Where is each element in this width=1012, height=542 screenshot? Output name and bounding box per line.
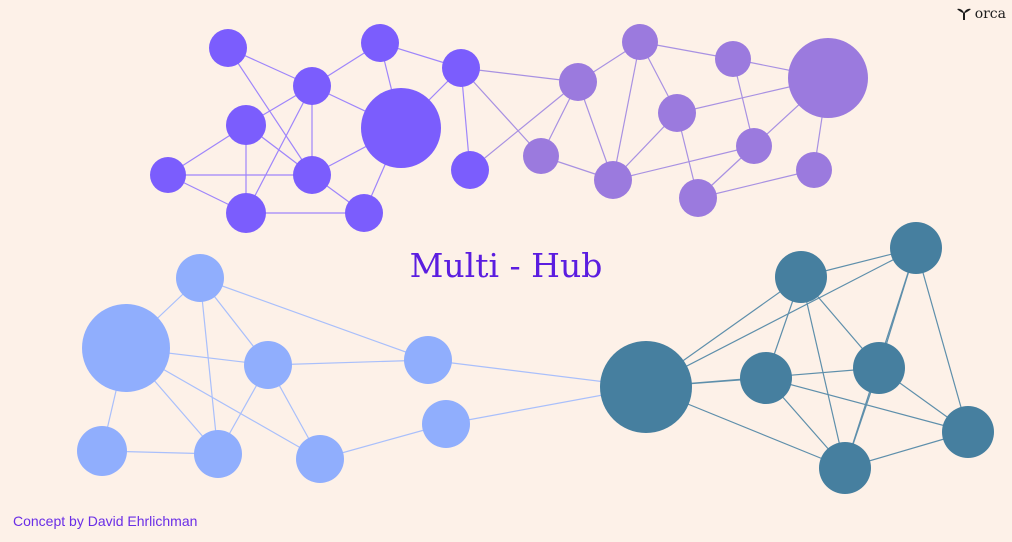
node-violet-v2 (361, 24, 399, 62)
node-teal-t4 (740, 352, 792, 404)
node-lightblue-b5 (422, 400, 470, 448)
node-purple-p5 (658, 94, 696, 132)
node-violet-v10 (345, 194, 383, 232)
node-lightblue-b3 (244, 341, 292, 389)
node-lightblue-b7 (194, 430, 242, 478)
node-teal-t2 (890, 222, 942, 274)
node-teal-t5 (853, 342, 905, 394)
node-purple-p2 (715, 41, 751, 77)
node-lightblue-b2 (82, 304, 170, 392)
node-violet-v11 (451, 151, 489, 189)
node-violet-v7 (150, 157, 186, 193)
node-purple-p3 (788, 38, 868, 118)
node-teal-t6 (942, 406, 994, 458)
node-lightblue-b1 (176, 254, 224, 302)
edge-p8-p7 (612, 145, 755, 181)
logo: orca (956, 6, 1006, 22)
node-lightblue-b6 (77, 426, 127, 476)
logo-text: orca (974, 6, 1006, 22)
node-purple-p4 (559, 63, 597, 101)
page-title: Multi - Hub (409, 246, 603, 285)
network-nodes (77, 24, 994, 494)
edge-t3-t2 (645, 247, 917, 388)
node-teal-t1 (775, 251, 827, 303)
node-teal-t7 (819, 442, 871, 494)
node-lightblue-b8 (296, 435, 344, 483)
node-violet-v5 (226, 105, 266, 145)
node-violet-v6 (361, 88, 441, 168)
node-purple-p10 (679, 179, 717, 217)
node-violet-v1 (209, 29, 247, 67)
credit-text: Concept by David Ehrlichman (13, 513, 198, 529)
node-purple-p6 (523, 138, 559, 174)
node-teal-t3 (600, 341, 692, 433)
edge-b1-b7 (199, 277, 219, 455)
edge-t2-t6 (915, 247, 969, 433)
node-purple-p1 (622, 24, 658, 60)
node-violet-v4 (442, 49, 480, 87)
node-violet-v3 (293, 67, 331, 105)
edge-b3-b4 (267, 359, 429, 366)
edge-v4-p4 (460, 67, 579, 83)
node-violet-v8 (293, 156, 331, 194)
node-purple-p9 (796, 152, 832, 188)
node-purple-p7 (736, 128, 772, 164)
whale-tail-icon (956, 8, 971, 20)
node-purple-p8 (594, 161, 632, 199)
edge-v11-p4 (469, 81, 579, 171)
node-lightblue-b4 (404, 336, 452, 384)
edge-v4-p6 (460, 67, 542, 157)
edge-t1-t7 (800, 276, 846, 469)
node-violet-v9 (226, 193, 266, 233)
edge-p10-p9 (697, 169, 815, 199)
edge-p1-p8 (612, 41, 641, 181)
edge-b1-b4 (199, 277, 429, 361)
